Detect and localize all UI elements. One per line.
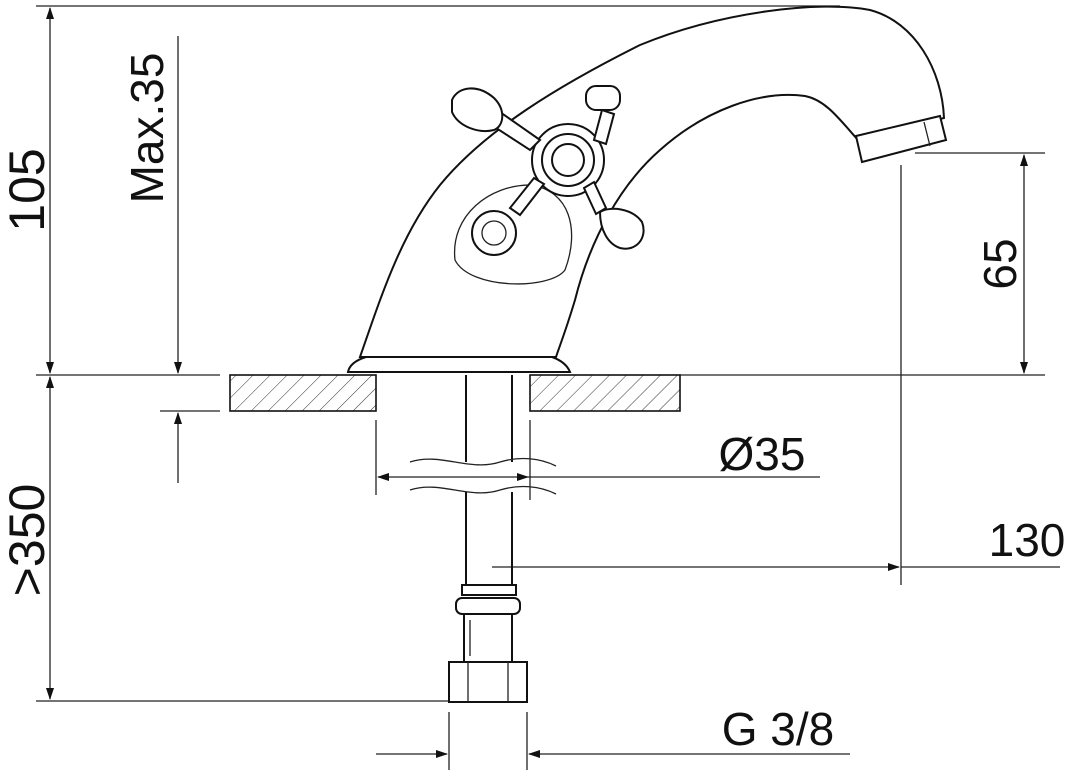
label-connection: G 3/8 (722, 703, 835, 755)
supply-hose (409, 375, 557, 703)
label-reach: 130 (989, 514, 1066, 566)
faucet-body (346, 5, 948, 373)
label-max-thickness: Max.35 (121, 53, 173, 204)
label-spout-height: 65 (974, 238, 1026, 289)
label-total-height: 105 (0, 148, 55, 231)
countertop-section (229, 374, 681, 412)
dimension-lines (36, 5, 1060, 770)
dimension-labels: 105 Max.35 65 Ø35 130 >350 G 3/8 (0, 53, 1065, 755)
cross-handle-left (451, 85, 645, 256)
label-hose-length: >350 (0, 484, 55, 597)
label-hole-diameter: Ø35 (719, 428, 806, 480)
